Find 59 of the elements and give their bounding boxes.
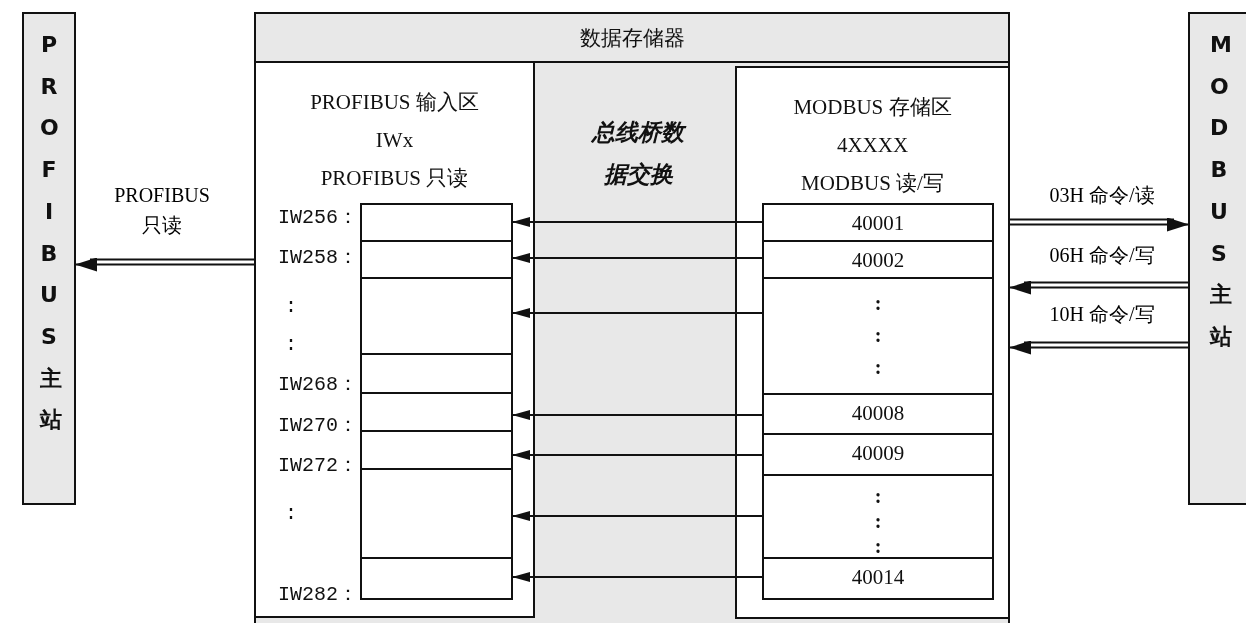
container-title: 数据存储器 — [578, 25, 686, 52]
address-label: IW270： — [277, 413, 359, 439]
panel-heading: MODBUS 存储区 — [792, 94, 953, 121]
panel-heading: MODBUS 读/写 — [800, 170, 945, 197]
panel-heading: 4XXXX — [835, 132, 910, 159]
register-cell — [762, 240, 994, 279]
memory-area-panel — [735, 66, 1010, 619]
address-label: IW258： — [277, 245, 359, 271]
register-cell — [360, 557, 513, 600]
address-label: IW256： — [277, 205, 359, 231]
register-address: 40014 — [850, 564, 906, 591]
panel-heading: IWx — [374, 127, 415, 154]
arrow — [512, 572, 763, 582]
address-label: : — [284, 332, 298, 358]
arrow — [512, 308, 763, 318]
register-cell — [762, 393, 994, 435]
ellipsis-dots: : — [873, 355, 883, 380]
double-arrow — [1008, 280, 1190, 295]
register-cell — [360, 203, 513, 242]
address-label: : — [284, 294, 298, 320]
arrow — [512, 253, 763, 263]
master-station-box — [1188, 12, 1246, 505]
register-address: 40009 — [850, 440, 906, 467]
register-cell — [762, 277, 994, 395]
address-label: IW272： — [277, 453, 359, 479]
register-address: 40008 — [850, 400, 906, 427]
master-station-box — [22, 12, 76, 505]
register-cell — [360, 430, 513, 470]
arrow — [512, 217, 763, 227]
register-cell — [360, 277, 513, 355]
register-cell — [762, 474, 994, 559]
ellipsis-dots: : — [873, 323, 883, 348]
ellipsis-dots: : — [873, 484, 883, 509]
address-label: IW282： — [277, 582, 359, 608]
memory-container — [254, 12, 1010, 623]
double-arrow — [74, 257, 256, 272]
register-cell — [762, 433, 994, 476]
ellipsis-dots: : — [873, 291, 883, 316]
panel-heading: PROFIBUS 只读 — [319, 165, 470, 192]
memory-area-panel — [254, 61, 535, 618]
double-arrow — [1008, 217, 1190, 232]
ellipsis-dots: : — [873, 534, 883, 559]
register-cell — [360, 240, 513, 279]
ellipsis-dots: : — [873, 509, 883, 534]
address-label: IW268： — [277, 372, 359, 398]
register-cell — [360, 392, 513, 432]
register-cell — [762, 203, 994, 242]
register-address: 40002 — [850, 247, 906, 274]
arrow — [512, 450, 763, 460]
arrow — [512, 410, 763, 420]
register-address: 40001 — [850, 210, 906, 237]
double-arrow — [1008, 340, 1190, 355]
exchange-caption: 总线桥数据交换 — [589, 112, 687, 196]
arrow — [512, 511, 763, 521]
register-cell — [762, 557, 994, 600]
register-cell — [360, 353, 513, 394]
register-cell — [360, 468, 513, 559]
panel-heading: PROFIBUS 输入区 — [309, 89, 480, 116]
address-label: : — [284, 501, 298, 527]
